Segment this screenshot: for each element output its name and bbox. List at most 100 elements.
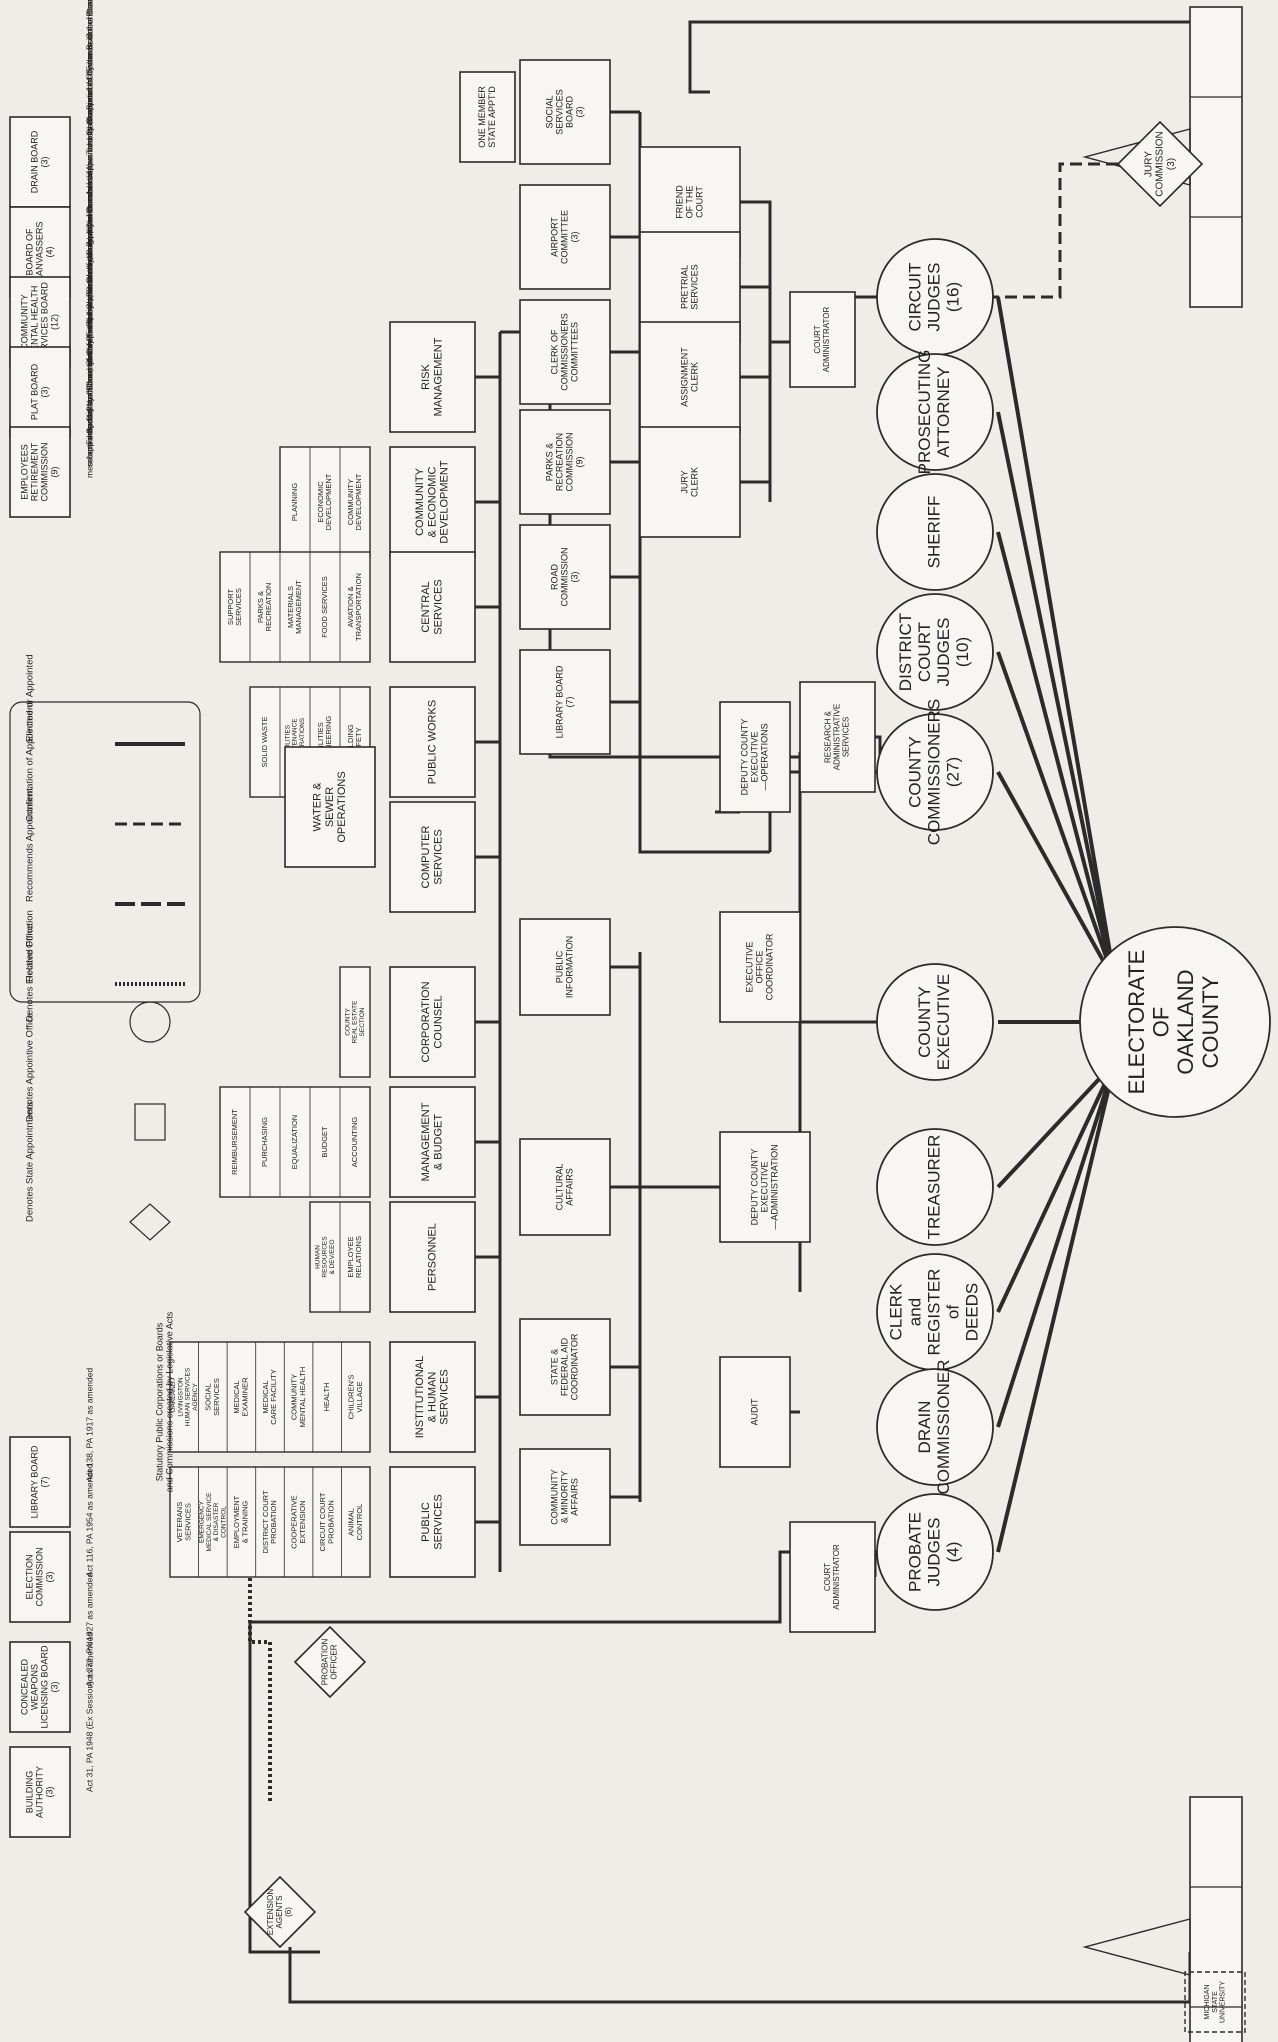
electorate-to-office-line: [996, 771, 1117, 983]
exec-unit-3-box: [519, 1448, 611, 1546]
board-0-label: SOCIAL: [544, 95, 554, 128]
deputy-operations-box: [719, 701, 791, 813]
department-8-subunit-3: CARE FACILITY: [269, 1369, 278, 1424]
statutory-board-3-label: BUILDING: [24, 1771, 34, 1814]
court-unit-2-label: CLERK: [689, 362, 699, 392]
left-board-3-desc: of the Plat Board, the Clerk - Register …: [84, 118, 94, 365]
audit-box: [719, 1356, 791, 1468]
elected-office-5-label: COUNTY: [915, 986, 934, 1058]
department-4-label: SERVICES: [433, 829, 445, 884]
department-8-subunit-2: MENTAL HEALTH: [298, 1367, 307, 1428]
elected-office-1-label: PROSECUTING: [915, 350, 934, 475]
audit-label: AUDIT: [749, 1398, 759, 1426]
department-8-subunit-3: MEDICAL: [261, 1380, 270, 1413]
department-2-label: SERVICES: [433, 579, 445, 634]
state-to-extension: [288, 1947, 1192, 2004]
exec-unit-2-label: STATE &: [549, 1349, 559, 1385]
exec-unit-1-box: [519, 1138, 611, 1236]
one-member-note-box: [459, 71, 516, 163]
exec-unit-1-label: AFFAIRS: [564, 1168, 574, 1206]
deputy-administration-label: —ADMINISTRATION: [769, 1144, 779, 1229]
court-unit-3-label: JURY: [679, 470, 689, 493]
department-9-subunit-5: CONTROL: [220, 1506, 227, 1538]
statutory-header: and Commissions created by Legislative A…: [164, 1311, 174, 1492]
electorate-oakland-county-label: OAKLAND: [1173, 969, 1198, 1074]
msu-label: MICHIGAN: [1204, 1985, 1211, 2020]
executive-drop: [798, 1002, 877, 1024]
department-5-subunit-0: COUNTY: [344, 1008, 351, 1036]
elected-office-9-circle: [876, 1493, 994, 1611]
statutory-board-3-label: AUTHORITY: [34, 1766, 44, 1818]
deputy-administration-label: EXECUTIVE: [759, 1161, 769, 1212]
statutory-board-2-label: WEAPONS: [29, 1664, 39, 1710]
department-0-box: [389, 321, 476, 433]
board-0-label: (3): [574, 106, 584, 117]
department-8-subunit-5: SOCIAL: [204, 1383, 213, 1411]
left-board-4-label: (9): [49, 466, 59, 477]
court-administrator-probate-label: ADMINISTRATOR: [832, 1544, 841, 1610]
left-board-4-desc: Consists of Chairman of the Board of Com…: [84, 168, 94, 434]
left-board-4-desc: members selected by the membership of th…: [84, 240, 94, 478]
department-3-subunit-3: SOLID WASTE: [260, 717, 269, 768]
board-2-box: [519, 299, 611, 405]
electorate-oakland-county-label: ELECTORATE: [1124, 950, 1149, 1095]
department-9-subunit-1: CIRCUIT COURT: [318, 1492, 327, 1551]
department-2-box: [389, 551, 476, 663]
left-board-2-label: (12): [49, 314, 59, 330]
department-1-subunit-0: COMMUNITY: [346, 479, 355, 525]
elected-office-3-label: COURT: [915, 622, 934, 682]
exec-unit-3-label: & MINORITY: [559, 1471, 569, 1524]
department-8-subunit-6: OAKLAND: [170, 1381, 177, 1412]
left-board-0-label: DRAIN BOARD: [29, 130, 39, 193]
probate-to-probation: [248, 1550, 877, 1954]
department-1-subunit-0: DEVELOPMENT: [354, 473, 363, 530]
legend-state-diamond-icon: [129, 1203, 171, 1241]
board-5-label: LIBRARY BOARD: [554, 665, 564, 738]
exec-unit-1-label: CULTURAL: [554, 1164, 564, 1211]
exec-unit-2-box: [519, 1318, 611, 1416]
board-3-box: [519, 409, 611, 515]
department-1-subunit-1: DEVELOPMENT: [324, 473, 333, 530]
department-3-subunit-2: FACILITIES: [284, 724, 291, 759]
left-board-1-label: (4): [44, 246, 54, 257]
legend-meaning-1: Denotes Appointive Office: [25, 1013, 36, 1122]
department-5-label: CORPORATION: [420, 981, 432, 1062]
department-8-subunit-4: MEDICAL: [232, 1380, 241, 1413]
research-admin-services-label: RESEARCH &: [824, 710, 833, 763]
department-8-subunit-6: HUMAN SERVICES: [185, 1367, 192, 1426]
elected-office-5-label: EXECUTIVE: [934, 974, 953, 1070]
department-3-subunit-1: ENGINEERING: [324, 716, 333, 769]
department-8-subunit-1: HEALTH: [322, 1382, 331, 1411]
statutory-act-1: Act 116, PA 1954 as amended: [84, 1463, 94, 1577]
elected-office-8-label: DRAIN: [915, 1401, 934, 1454]
exec-unit-0-label: PUBLIC: [554, 950, 564, 983]
deputy-operations-label: EXECUTIVE: [749, 731, 759, 782]
court-administrator-probate-label: COURT: [823, 1563, 832, 1591]
elected-office-4-label: COMMISSIONERS: [924, 699, 943, 845]
extension-agents-label: EXTENSION: [266, 1889, 275, 1935]
court-unit-0-label: COURT: [694, 186, 704, 218]
left-board-2-label: SERVICES BOARD: [39, 282, 49, 362]
exec-unit-2-label: FEDERAL AID: [559, 1337, 569, 1396]
left-board-4-desc: appointed by the Board of Commissioners,…: [84, 219, 94, 456]
department-6-box: [389, 1086, 476, 1198]
left-board-4-label: EMPLOYEES: [19, 444, 29, 500]
board-3-label: (9): [574, 456, 584, 467]
extension-agents-diamond: [243, 1875, 317, 1949]
research-admin-services-label: ADMINISTRATIVE: [833, 704, 842, 771]
board-3-label: PARKS &: [544, 443, 554, 481]
court-unit-1-label: SERVICES: [689, 264, 699, 309]
executive-office-coordinator-label: OFFICE: [754, 951, 764, 984]
statutory-board-0-box: [9, 1436, 71, 1528]
exec-unit-3-label: COMMUNITY: [549, 1469, 559, 1525]
elected-office-0-label: JUDGES: [924, 263, 943, 332]
department-9-subunit-1: PROBATION: [326, 1500, 335, 1544]
elected-office-6-label: TREASURER: [924, 1135, 943, 1240]
msu-box: [1184, 1971, 1246, 2033]
legend-desc-1: Confirmation of Appointment: [25, 702, 36, 822]
department-9-subunit-3: PROBATION: [269, 1500, 278, 1544]
elected-office-3-label: DISTRICT: [896, 613, 915, 691]
department-5-subunit-0: REAL ESTATE: [352, 1000, 359, 1044]
